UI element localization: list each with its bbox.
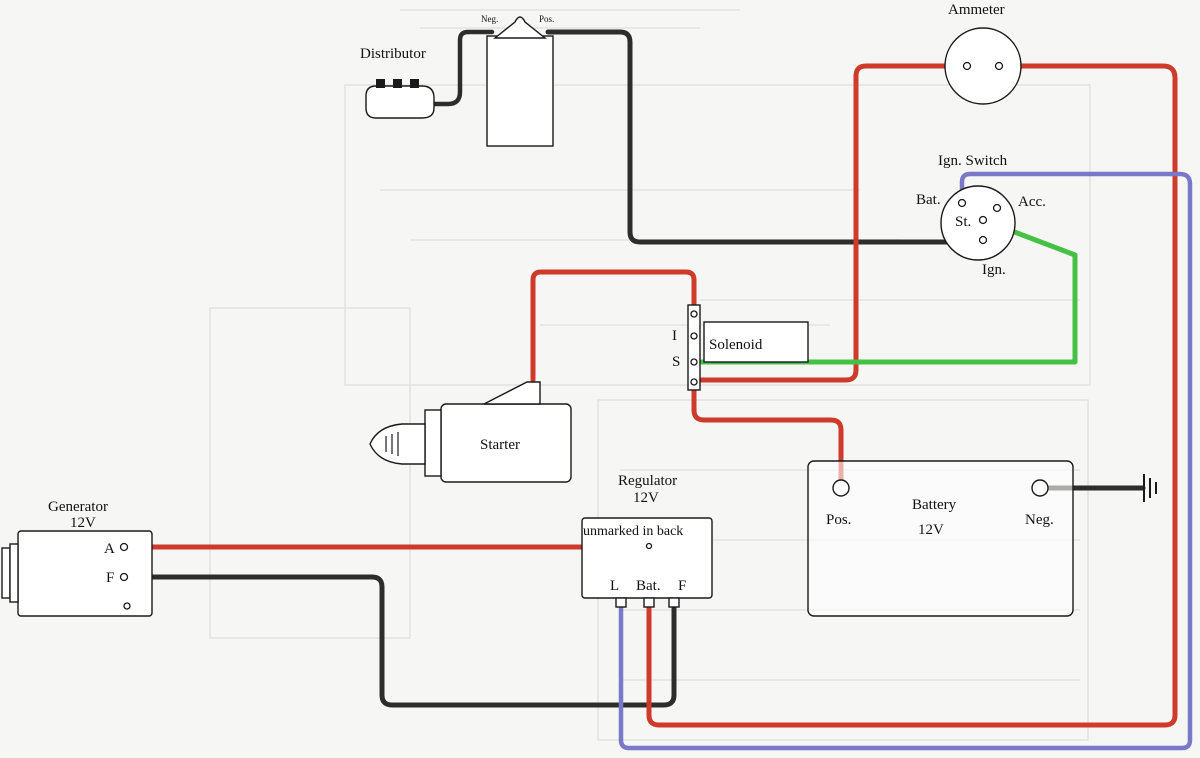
generator-title-2: 12V xyxy=(70,515,96,531)
ammeter-right-terminal xyxy=(994,61,1004,71)
ammeter-left-terminal xyxy=(962,61,972,71)
distributor-label: Distributor xyxy=(360,46,426,62)
starter-label: Starter xyxy=(480,437,520,453)
battery-neg-terminal xyxy=(1031,479,1049,497)
wire-black-coil-to-switch xyxy=(545,29,986,245)
regulator-note: unmarked in back xyxy=(583,524,683,539)
generator: Generator 12V A F xyxy=(1,499,153,617)
switch-bat-label: Bat. xyxy=(916,192,941,208)
solenoid-s-terminal xyxy=(690,358,698,366)
regulator-f-label: F xyxy=(678,578,686,594)
wire-purple-switch-to-regulator xyxy=(618,171,1193,751)
regulator-l-label: L xyxy=(610,578,619,594)
solenoid-s-label: S xyxy=(672,354,680,370)
switch-acc-label: Acc. xyxy=(1018,194,1046,210)
coil-pos-label: Pos. xyxy=(539,14,554,24)
solenoid-label: Solenoid xyxy=(709,337,763,353)
switch-ign-label: Ign. xyxy=(982,262,1006,278)
solenoid-i-label: I xyxy=(672,328,677,344)
starter: Starter xyxy=(369,381,572,483)
wire-red-solenoid-to-battery xyxy=(691,387,844,489)
generator-f-terminal xyxy=(119,572,129,582)
solenoid: Solenoid I S xyxy=(672,304,809,391)
switch-ign-terminal xyxy=(978,235,988,245)
wire-red-solenoid-to-starter xyxy=(530,269,697,383)
switch-st-terminal xyxy=(978,215,988,225)
ammeter: Ammeter xyxy=(944,2,1022,105)
ground-icon xyxy=(1143,474,1157,502)
wire-green-start xyxy=(697,217,1078,365)
wire-black-coil-to-distributor xyxy=(429,29,495,107)
ignition-switch: Ign. Switch Bat. Acc. St. Ign. xyxy=(916,153,1046,278)
battery-label-1: Battery xyxy=(912,497,957,513)
wire-red-ammeter-to-solenoid xyxy=(693,63,969,383)
solenoid-bottom-terminal xyxy=(690,378,698,386)
solenoid-i-terminal xyxy=(690,332,698,340)
wire-red-ammeter-to-regulator xyxy=(646,63,1178,728)
generator-a-label: A xyxy=(104,541,115,557)
battery-neg-label: Neg. xyxy=(1025,512,1054,528)
coil-neg-label: Neg. xyxy=(481,14,498,24)
switch-st-label: St. xyxy=(955,214,971,230)
generator-a-terminal xyxy=(119,542,129,552)
regulator-back-terminal xyxy=(645,542,653,550)
solenoid-top-terminal xyxy=(690,310,698,318)
regulator-title-2: 12V xyxy=(633,490,659,506)
switch-acc-terminal xyxy=(992,203,1002,213)
ammeter-label: Ammeter xyxy=(948,2,1005,18)
generator-title-1: Generator xyxy=(48,499,108,515)
battery-pos-label: Pos. xyxy=(826,512,851,528)
battery: Battery 12V Pos. Neg. xyxy=(807,460,1074,617)
ign-switch-label: Ign. Switch xyxy=(938,153,1008,169)
battery-pos-terminal xyxy=(832,479,850,497)
wire-black-generator-f-to-regulator xyxy=(123,574,677,708)
switch-bat-terminal xyxy=(957,198,967,208)
regulator: Regulator 12V unmarked in back L Bat. F xyxy=(581,473,713,608)
generator-ground-terminal xyxy=(123,602,131,610)
battery-label-2: 12V xyxy=(918,522,944,538)
regulator-bat-label: Bat. xyxy=(636,578,661,594)
generator-f-label: F xyxy=(106,570,114,586)
ignition-coil: Neg. Pos. xyxy=(481,14,554,147)
regulator-title-1: Regulator xyxy=(618,473,677,489)
distributor: Distributor xyxy=(360,46,435,119)
